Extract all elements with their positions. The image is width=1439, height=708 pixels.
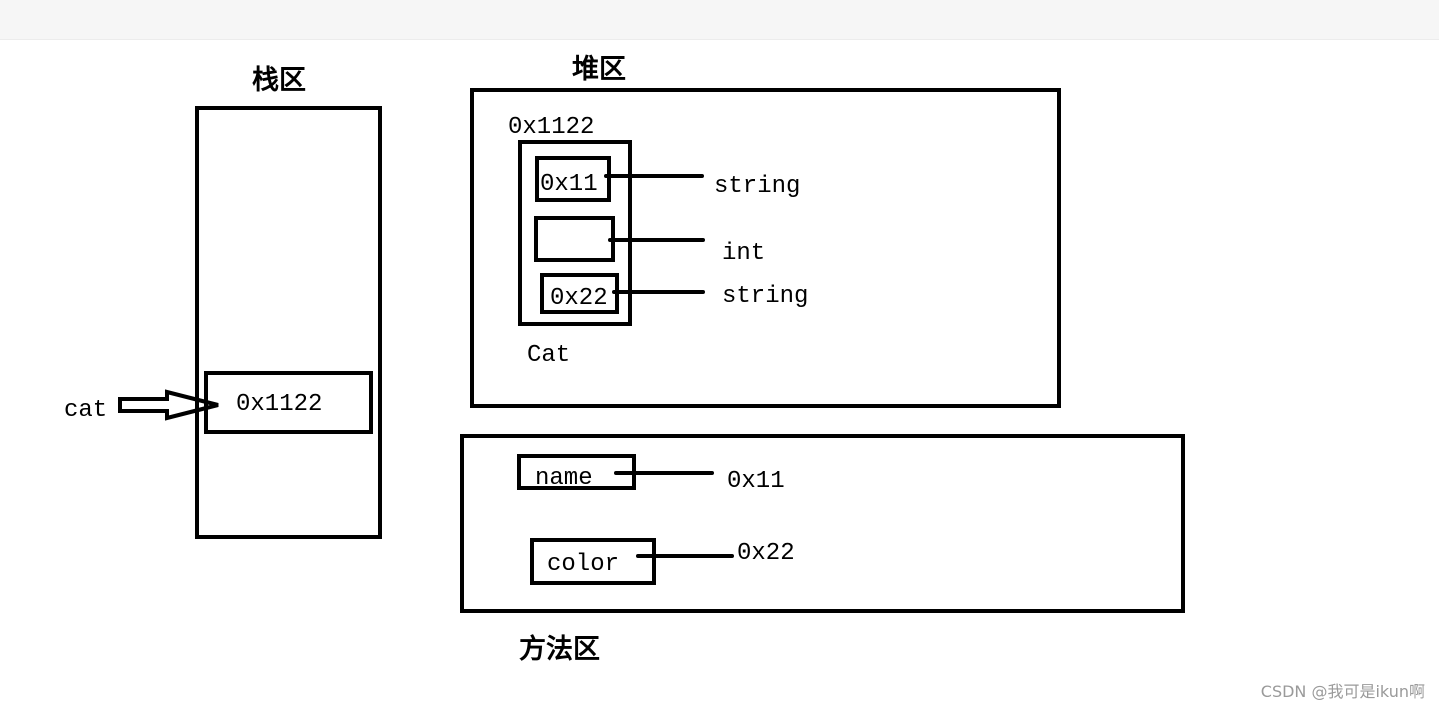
- constant-color-label: color: [547, 551, 619, 578]
- constant-box-color: [530, 538, 656, 585]
- method-area-box: [460, 434, 1185, 613]
- variable-label-cat: cat: [64, 397, 107, 424]
- field-box-age: [534, 216, 615, 262]
- constant-color-address: 0x22: [737, 540, 795, 567]
- constant-name-address: 0x11: [727, 468, 785, 495]
- method-area-title: 方法区: [519, 633, 600, 665]
- stack-region: 栈区 0x1122 cat: [64, 65, 382, 539]
- field-value-name: 0x11: [540, 171, 598, 198]
- heap-box: [470, 88, 1061, 408]
- constant-name-label: name: [535, 465, 593, 492]
- stack-box: [195, 106, 382, 539]
- cat-object-box: [518, 140, 632, 326]
- stack-slot-value: 0x1122: [236, 391, 322, 418]
- field-type-age: int: [722, 240, 765, 267]
- heap-title: 堆区: [572, 54, 626, 85]
- field-box-name: [535, 156, 611, 202]
- object-address: 0x1122: [508, 114, 594, 141]
- heap-region: 堆区 0x1122 0x11 string int 0x22 string Ca…: [470, 54, 1061, 408]
- field-type-color: string: [722, 283, 808, 310]
- method-area-region: name 0x11 color 0x22 方法区: [460, 434, 1185, 665]
- field-value-color: 0x22: [550, 285, 608, 312]
- watermark: CSDN @我可是ikun啊: [1260, 682, 1425, 701]
- reference-arrow-icon: [118, 389, 219, 421]
- top-bar: [0, 0, 1439, 40]
- field-type-name: string: [714, 173, 800, 200]
- stack-title: 栈区: [252, 65, 306, 96]
- object-class-label: Cat: [527, 342, 570, 369]
